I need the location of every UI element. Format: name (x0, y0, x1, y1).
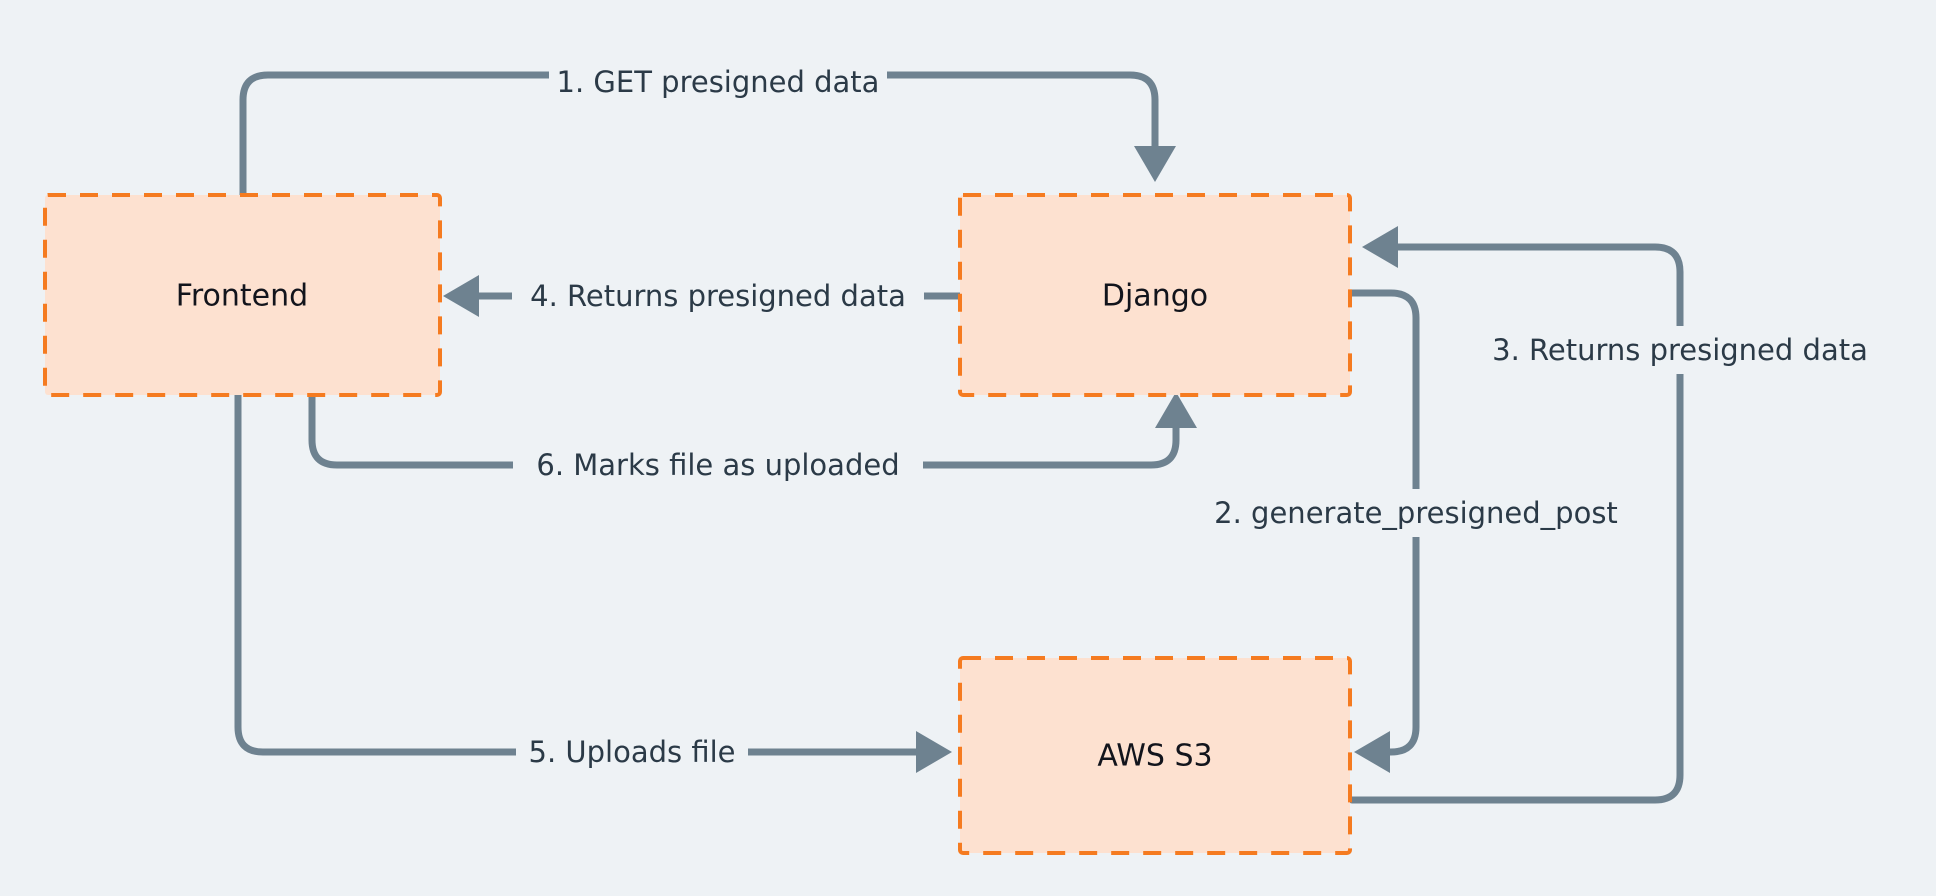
edge-1-get-presigned-data: 1. GET presigned data (239, 59, 1176, 199)
edge-4-returns-presigned-data: 4. Returns presigned data (443, 272, 964, 320)
edge-1-label: 1. GET presigned data (557, 65, 880, 99)
node-aws-s3-box[interactable] (958, 656, 1352, 855)
edge-5-path (234, 391, 924, 756)
edge-4-label: 4. Returns presigned data (530, 279, 906, 313)
edge-3-label-backdrop (1476, 326, 1884, 374)
edge-5-arrowhead (916, 731, 952, 773)
edge-5-label-backdrop (516, 728, 748, 776)
edge-4-arrowhead (443, 275, 479, 317)
node-aws-s3[interactable]: AWS S3 (958, 656, 1352, 855)
edge-6-arrowhead (1155, 392, 1197, 428)
edge-3-returns-presigned-data: 3. Returns presigned data (1348, 226, 1884, 804)
node-django-box[interactable] (958, 193, 1352, 397)
edge-3-path (1348, 243, 1684, 804)
edge-5-uploads-file: 5. Uploads file (234, 391, 952, 776)
node-django-label: Django (1102, 279, 1208, 314)
node-frontend[interactable]: Frontend (43, 193, 442, 397)
edge-2-arrowhead (1354, 731, 1390, 773)
edge-6-label: 6. Marks file as uploaded (536, 448, 899, 482)
node-frontend-label: Frontend (176, 279, 308, 314)
edge-6-marks-file-as-uploaded: 6. Marks file as uploaded (308, 391, 1197, 489)
edge-4-label-backdrop (512, 272, 924, 320)
node-django[interactable]: Django (958, 193, 1352, 397)
edge-2-generate-presigned-post: 2. generate_presigned_post (1196, 289, 1636, 773)
node-aws-s3-label: AWS S3 (1097, 739, 1212, 774)
edge-3-arrowhead (1362, 226, 1398, 268)
edge-5-label: 5. Uploads file (529, 735, 736, 769)
edge-1-arrowhead (1134, 146, 1176, 182)
node-frontend-box[interactable] (43, 193, 442, 397)
edge-6-label-backdrop (513, 441, 923, 489)
edge-1-label-backdrop (549, 59, 887, 105)
edge-2-label: 2. generate_presigned_post (1214, 496, 1618, 530)
edge-2-label-backdrop (1196, 489, 1636, 537)
edge-3-label: 3. Returns presigned data (1492, 333, 1868, 367)
